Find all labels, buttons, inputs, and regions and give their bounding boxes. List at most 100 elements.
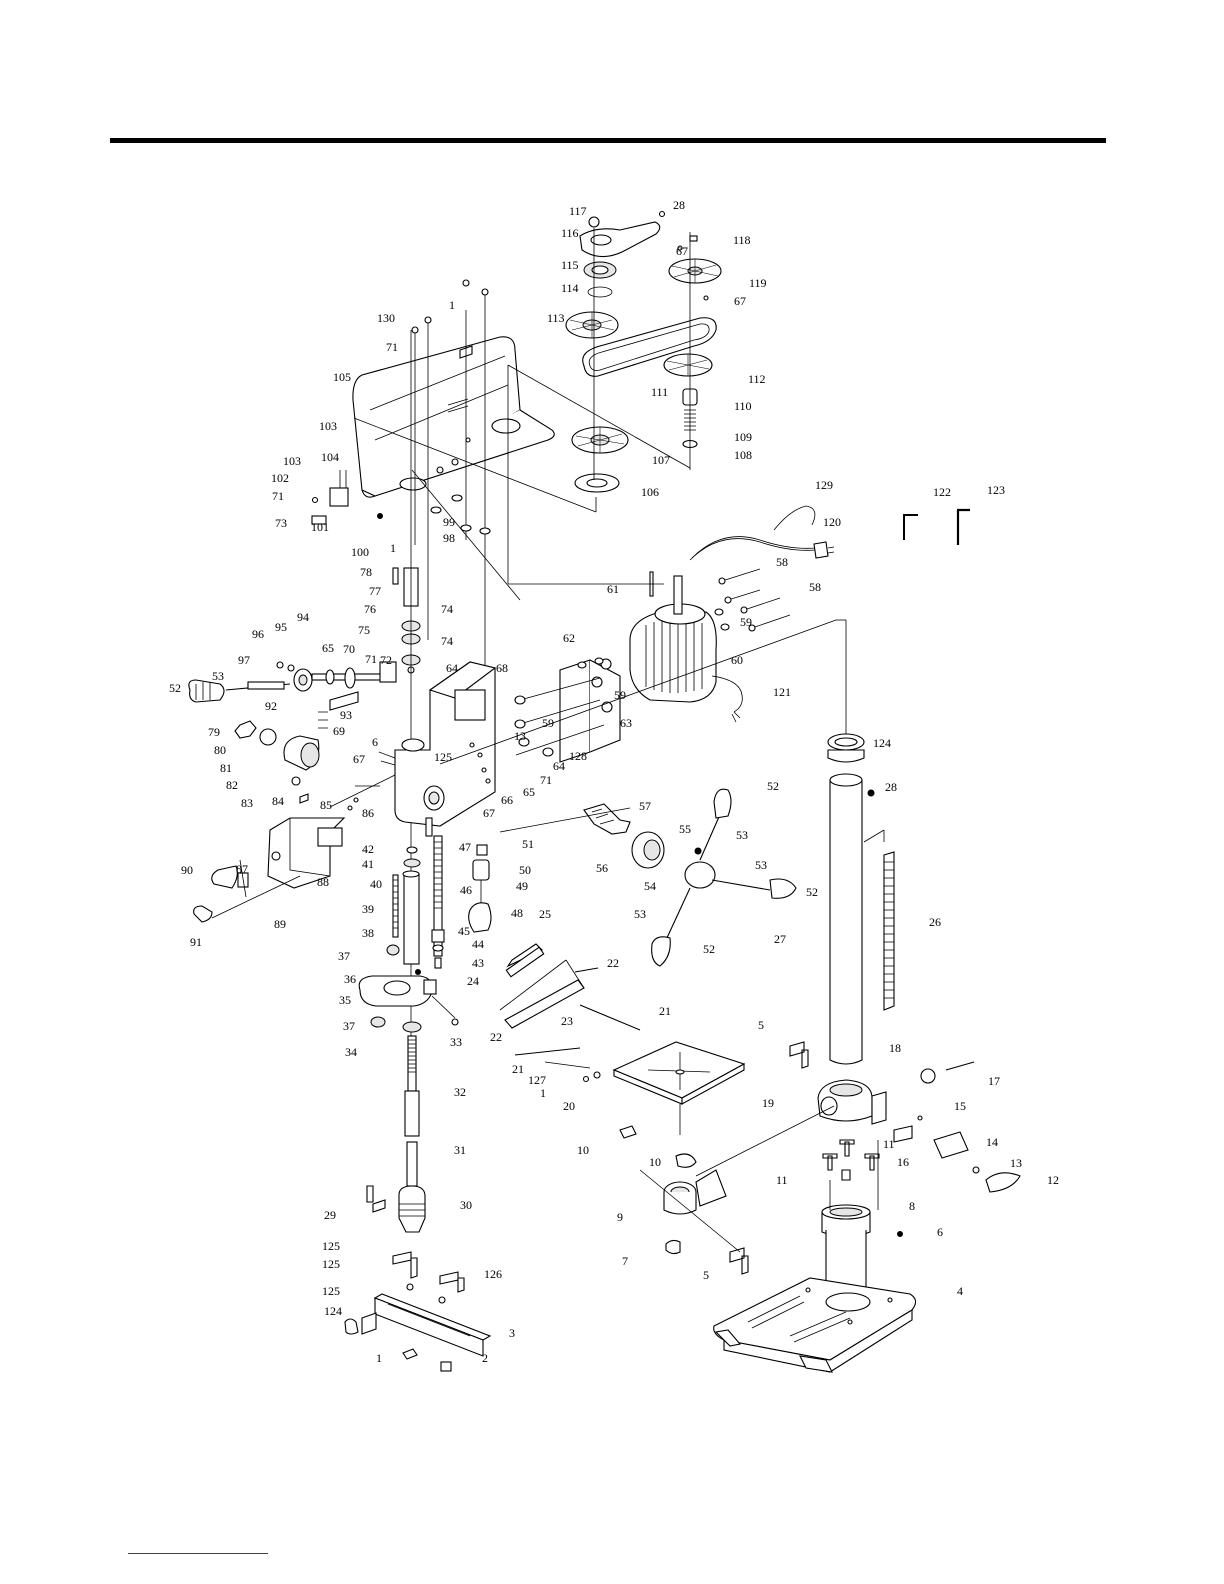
callout-c75: 75 (358, 623, 370, 637)
callout-c28b: 28 (885, 780, 897, 794)
callout-c71b: 71 (272, 489, 284, 503)
callout-c35: 35 (339, 993, 351, 1007)
callout-c52a: 52 (169, 681, 181, 695)
plug (813, 541, 829, 559)
part-72-block (379, 661, 397, 683)
callout-c20: 20 (563, 1099, 575, 1113)
callout-c27: 27 (774, 932, 786, 946)
callout-c16: 16 (897, 1155, 909, 1169)
quill-upper (392, 330, 421, 1040)
header-rule (110, 138, 1106, 143)
switch-box (193, 817, 346, 923)
callout-c83: 83 (241, 796, 253, 810)
callout-c5b: 5 (703, 1268, 709, 1282)
part-22-pin (574, 967, 599, 973)
callout-c64b: 64 (553, 759, 565, 773)
part-41-bearing (403, 858, 421, 868)
callout-c10a: 10 (577, 1143, 589, 1157)
callout-c54: 54 (644, 879, 656, 893)
callout-c66: 66 (501, 793, 513, 807)
part-88-switch (317, 827, 343, 847)
callout-c1a: 1 (449, 298, 455, 312)
callout-c127: 127 (528, 1073, 546, 1087)
callout-c72: 72 (380, 653, 392, 667)
part-28-ball (658, 210, 666, 218)
feed-handles (583, 788, 797, 967)
callout-c39: 39 (362, 902, 374, 916)
callout-c67c: 67 (353, 752, 365, 766)
callout-c50: 50 (519, 863, 531, 877)
callout-c130: 130 (377, 311, 395, 325)
part-21-rod-a (514, 1047, 581, 1056)
callout-c64a: 64 (446, 661, 458, 675)
callout-c18: 18 (889, 1041, 901, 1055)
table-bracket-9 (663, 1169, 749, 1275)
part-30-chuck (398, 1185, 426, 1233)
part-52-knob-top (713, 788, 732, 819)
part-16-shaft (893, 1125, 913, 1143)
belt-guard-105 (352, 336, 555, 498)
part-5-handle-a (789, 1041, 809, 1069)
callout-c45: 45 (458, 924, 470, 938)
hex-keys (903, 508, 970, 545)
part-1-clip (402, 1348, 418, 1360)
part-51-bracket (476, 844, 488, 856)
callout-c48: 48 (511, 906, 523, 920)
callout-c71a: 71 (386, 340, 398, 354)
footer-link-underline (128, 1553, 268, 1554)
callout-c111: 111 (651, 385, 668, 399)
callout-c38: 38 (362, 926, 374, 940)
callout-c77: 77 (369, 584, 381, 598)
callout-c42: 42 (362, 842, 374, 856)
callout-c9: 9 (617, 1210, 623, 1224)
part-79-nut (234, 720, 257, 739)
callout-c2: 2 (482, 1351, 488, 1365)
callout-c14: 14 (986, 1135, 998, 1149)
part-84-pin (299, 793, 309, 804)
part-45-nut (431, 929, 445, 943)
part-54-hub (684, 861, 716, 889)
part-10-pin (619, 1125, 637, 1139)
callout-c67b: 67 (734, 294, 746, 308)
callout-c68: 68 (496, 661, 508, 675)
part-126-bolt-a (392, 1251, 418, 1279)
callout-c71d: 71 (540, 773, 552, 787)
callout-c25: 25 (539, 907, 551, 921)
part-52-knob-right (769, 878, 797, 899)
callout-c11a: 11 (883, 1137, 895, 1151)
callout-c43: 43 (472, 956, 484, 970)
callout-c34: 34 (345, 1045, 357, 1059)
callout-c31: 31 (454, 1143, 466, 1157)
part-121-cord (711, 675, 743, 713)
part-53-handle-rod (247, 681, 285, 690)
callout-c97: 97 (238, 653, 250, 667)
callout-c123: 123 (987, 483, 1005, 497)
callout-c55: 55 (679, 822, 691, 836)
callout-c87: 87 (236, 862, 248, 876)
callout-c22a: 22 (607, 956, 619, 970)
spring-housing (234, 720, 396, 811)
callout-c82: 82 (226, 778, 238, 792)
callout-c47: 47 (459, 840, 471, 854)
callout-c52d: 52 (703, 942, 715, 956)
part-101-bracket (329, 487, 349, 507)
callout-c52b: 52 (767, 779, 779, 793)
callout-c37a: 37 (338, 949, 350, 963)
callout-c12: 12 (1047, 1173, 1059, 1187)
callout-c85: 85 (320, 798, 332, 812)
callout-c17: 17 (988, 1074, 1000, 1088)
callout-c119: 119 (749, 276, 767, 290)
part-50-guard (472, 859, 490, 881)
callout-c122: 122 (933, 485, 951, 499)
callout-c8: 8 (909, 1199, 915, 1213)
callout-c24: 24 (467, 974, 479, 988)
part-39-rack (392, 874, 399, 938)
callout-c70: 70 (343, 642, 355, 656)
callout-c113: 113 (547, 311, 565, 325)
fence-assembly (344, 1251, 492, 1372)
callout-c90: 90 (181, 863, 193, 877)
callout-c96: 96 (252, 627, 264, 641)
part-26-rack (883, 851, 895, 1011)
part-52-handle-knob (188, 679, 225, 703)
callout-c88: 88 (317, 875, 329, 889)
